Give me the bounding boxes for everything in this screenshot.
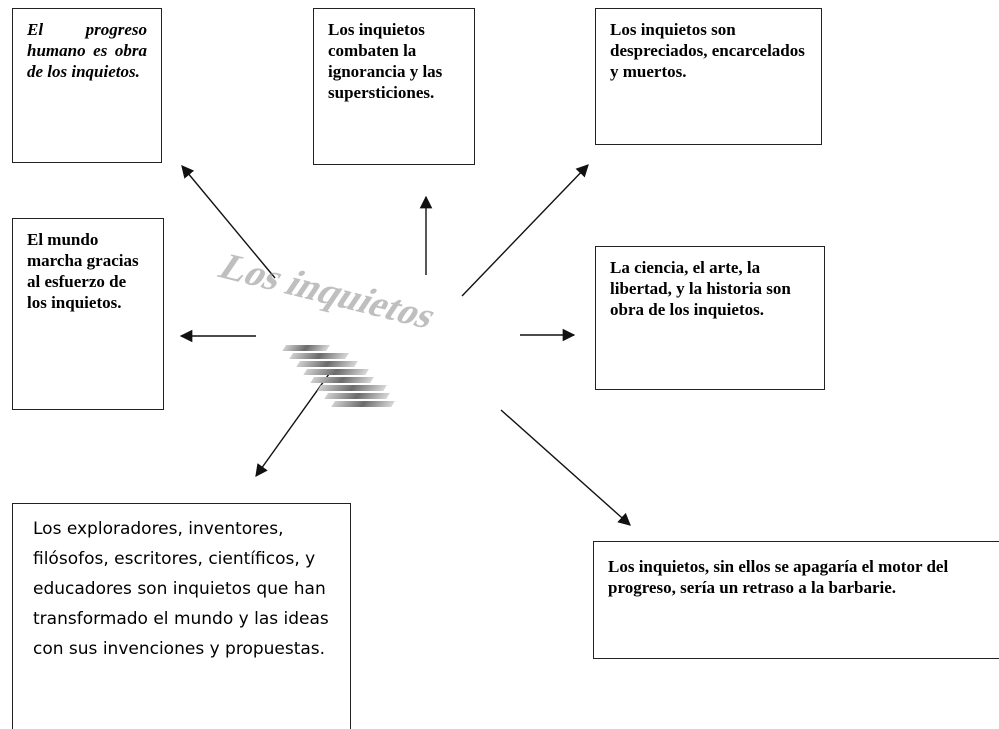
box-progreso-humano-text: El progreso humano es obra de los inquie… [27, 20, 147, 81]
arrow-to-despreciados [461, 164, 589, 297]
arrow-to-motor-progreso [500, 409, 631, 526]
box-ciencia-arte-text: La ciencia, el arte, la libertad, y la h… [610, 258, 791, 319]
box-combaten-ignorancia: Los inquietos combaten la ignorancia y l… [313, 8, 475, 165]
box-motor-progreso: Los inquietos, sin ellos se apagaría el … [593, 541, 999, 659]
box-progreso-humano: El progreso humano es obra de los inquie… [12, 8, 162, 163]
box-motor-progreso-text: Los inquietos, sin ellos se apagaría el … [608, 557, 949, 597]
arrow-to-exploradores [255, 373, 330, 478]
box-exploradores: Los exploradores, inventores, filósofos,… [12, 503, 351, 729]
central-3d-title-graphic: Los inquietos [211, 247, 446, 407]
box-ciencia-arte: La ciencia, el arte, la libertad, y la h… [595, 246, 825, 390]
box-despreciados: Los inquietos son despreciados, encarcel… [595, 8, 822, 145]
box-mundo-marcha: El mundo marcha gracias al esfuerzo de l… [12, 218, 164, 410]
arrow-to-progreso-humano [181, 165, 276, 279]
box-combaten-ignorancia-text: Los inquietos combaten la ignorancia y l… [328, 20, 443, 102]
box-exploradores-text: Los exploradores, inventores, filósofos,… [33, 519, 329, 659]
central-word: Los inquietos [211, 247, 446, 336]
box-despreciados-text: Los inquietos son despreciados, encarcel… [610, 20, 805, 81]
box-mundo-marcha-text: El mundo marcha gracias al esfuerzo de l… [27, 230, 139, 312]
